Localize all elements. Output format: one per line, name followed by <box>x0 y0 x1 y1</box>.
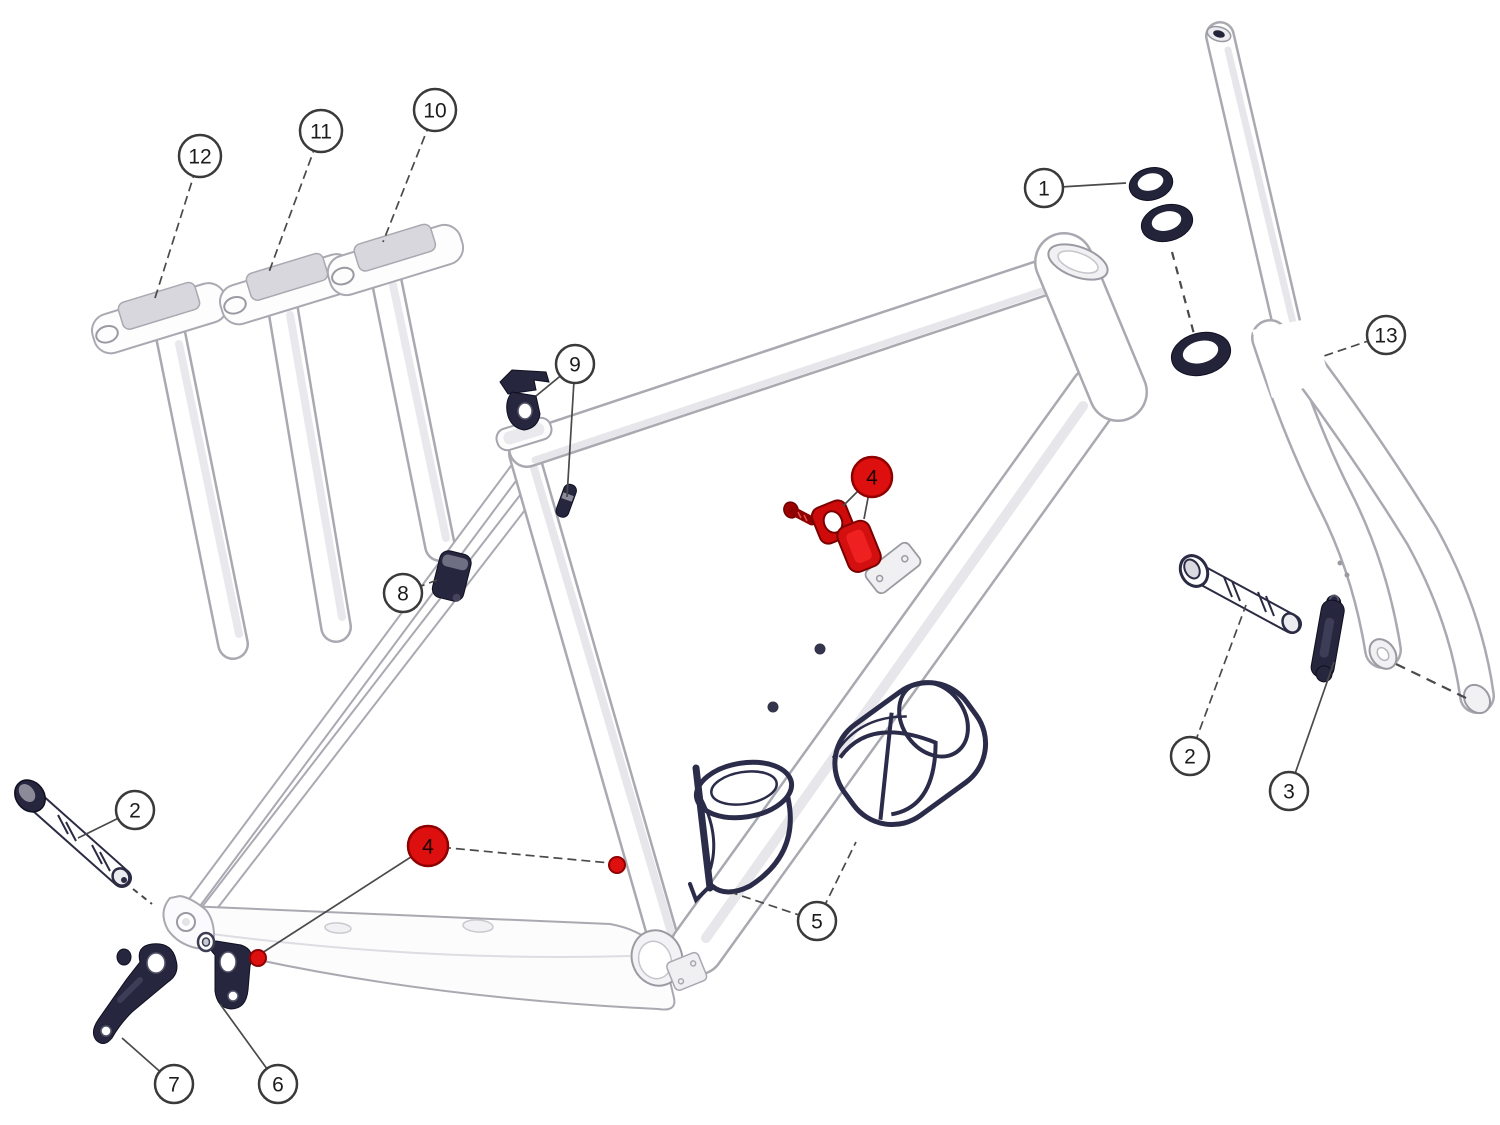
wedge-bolt-part-9 <box>555 483 577 518</box>
callout-label-13: 13 <box>1374 325 1397 348</box>
bike-frame <box>162 232 1148 1011</box>
bottle-boss-hole <box>767 701 779 713</box>
callout-layer: 12 11 10 9 8 1 13 2 2 3 5 6 7 4 4 <box>77 87 1407 1105</box>
bearing-ring-middle <box>1140 203 1194 243</box>
callout-circle-13 <box>1365 314 1407 356</box>
bearing-ring-bottom <box>1170 331 1232 377</box>
leader-line <box>382 109 436 243</box>
highlight-parts-4 <box>783 499 882 573</box>
callout-circle-2 <box>1169 735 1211 777</box>
seat-clamp-mount-part-9 <box>499 369 550 431</box>
callout-label-9: 9 <box>569 354 581 377</box>
bearing-ring-top <box>1128 167 1174 201</box>
leader-line <box>261 845 429 954</box>
callout-label-12: 12 <box>188 146 211 169</box>
bottle-cage-down-tube <box>831 680 989 828</box>
highlight-dot <box>249 949 267 967</box>
headset-bearings <box>1128 167 1232 377</box>
fork <box>1205 21 1495 715</box>
bottle-boss-hole <box>814 643 826 655</box>
leader-line <box>1189 604 1247 757</box>
leader-line <box>566 363 576 498</box>
seatpost-12 <box>91 281 249 660</box>
callout-label-8: 8 <box>397 583 409 606</box>
callout-label-3: 3 <box>1283 781 1295 804</box>
callout-label-10: 10 <box>423 100 446 123</box>
battery-mount-part-8 <box>431 550 472 602</box>
callout-label-7: 7 <box>168 1074 180 1097</box>
seatpost-10 <box>326 223 465 562</box>
derailleur-hanger-part-6 <box>196 931 253 1010</box>
callout-label-1: 1 <box>1038 178 1050 201</box>
callout-circle-5 <box>796 900 838 942</box>
leader-line <box>268 130 322 273</box>
callout-circle-2 <box>114 789 156 831</box>
leader-line <box>427 845 611 864</box>
callout-label-5: 5 <box>811 911 823 934</box>
highlight-dot <box>608 856 626 874</box>
bb-cable-plate <box>666 951 708 991</box>
leader-line <box>1288 661 1335 792</box>
leader-line <box>1323 334 1387 357</box>
callout-label-4: 4 <box>422 836 434 859</box>
headset-axis-dashed-line <box>1170 251 1196 335</box>
fork-dropout-right <box>1462 683 1492 715</box>
callout-circle-12 <box>177 133 223 179</box>
callout-circle-1 <box>1023 167 1065 209</box>
callout-label-4: 4 <box>866 467 878 490</box>
seatpost-11 <box>219 252 357 643</box>
callout-circle-3 <box>1268 770 1310 812</box>
callout-circle-4 <box>850 455 894 499</box>
brake-mount-part-3 <box>1310 594 1345 683</box>
callout-label-2: 2 <box>1184 746 1196 769</box>
callout-circle-11 <box>298 108 344 154</box>
thru-axle-rear <box>14 779 153 905</box>
bottle-cage-seat-tube <box>688 759 795 904</box>
downtube-port-plate <box>864 541 922 595</box>
highlight-block <box>836 519 882 573</box>
callout-label-6: 6 <box>272 1074 284 1097</box>
hanger-bracket-part-7 <box>92 943 178 1044</box>
callout-circle-7 <box>153 1063 195 1105</box>
axle-axis-dashed-line <box>1395 663 1467 699</box>
callout-circle-4 <box>406 824 450 868</box>
callout-circle-9 <box>554 343 596 385</box>
callout-circle-10 <box>412 87 458 133</box>
thru-axle-front <box>1178 554 1302 634</box>
leader-line <box>154 155 201 299</box>
callout-label-2: 2 <box>129 800 141 823</box>
callout-circle-8 <box>382 572 424 614</box>
callout-circle-6 <box>257 1063 299 1105</box>
callout-label-11: 11 <box>310 121 332 144</box>
